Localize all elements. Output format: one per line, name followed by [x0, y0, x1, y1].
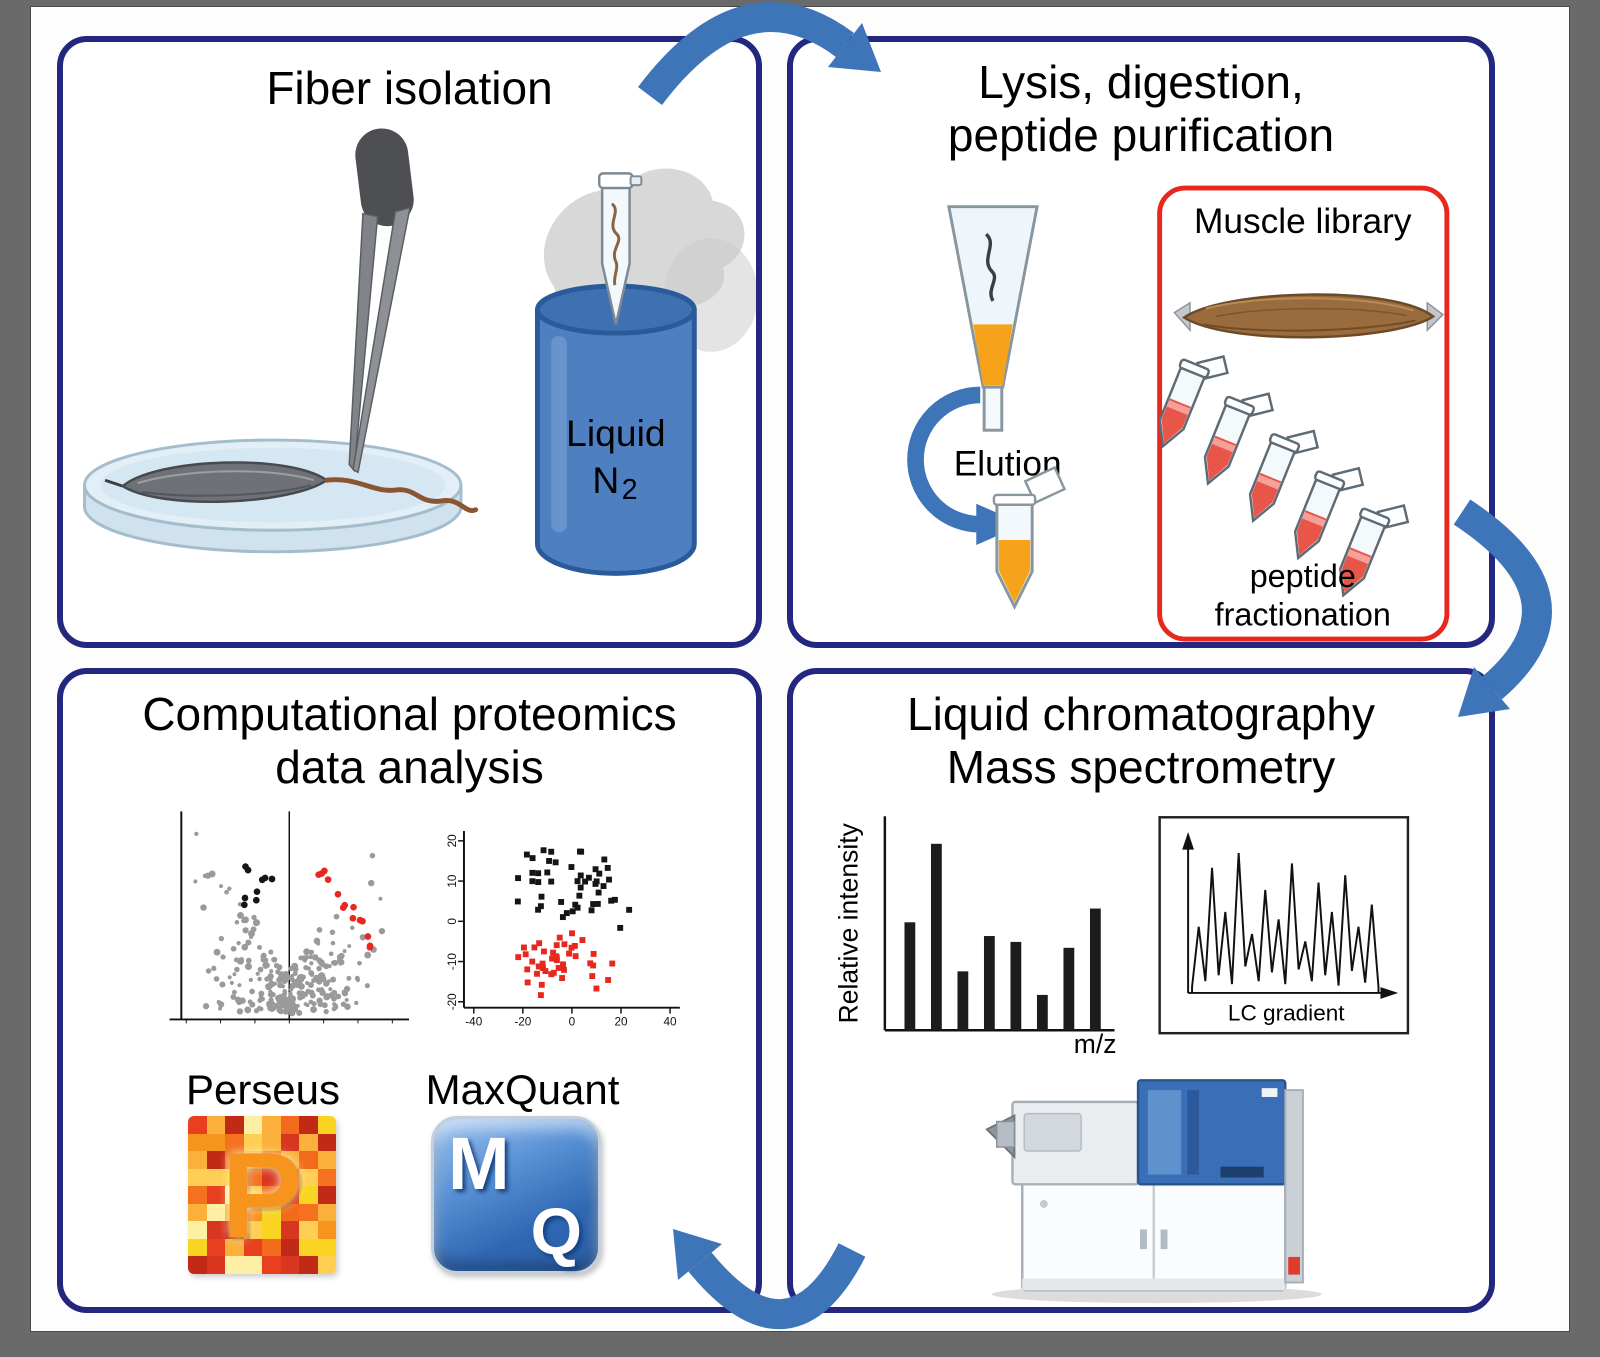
- fiber-isolation-illustration: Liquid N 2: [83, 128, 756, 576]
- lcms-title-line1: Liquid chromatography: [907, 688, 1375, 740]
- fractionation-label-line1: peptide: [1250, 558, 1356, 594]
- svg-text:-10: -10: [446, 953, 459, 970]
- muscle-library-box: [1157, 185, 1450, 642]
- dewar-label-line1: Liquid: [566, 412, 665, 454]
- perseus-logo: P: [188, 1116, 336, 1274]
- svg-text:40: 40: [664, 1015, 678, 1028]
- tweezers-icon: [348, 128, 414, 474]
- perseus-label: Perseus: [185, 1066, 341, 1113]
- perseus-logo-letter: P: [221, 1127, 303, 1263]
- fiber-isolation-title: Fiber isolation: [266, 62, 553, 114]
- stagetip-icon: [947, 205, 1039, 432]
- dewar-label-subscript: 2: [622, 474, 638, 506]
- svg-text:0: 0: [446, 918, 459, 925]
- svg-text:-20: -20: [514, 1015, 531, 1028]
- library-muscle-icon: [1173, 293, 1445, 339]
- lysis-title-line2: peptide purification: [947, 109, 1335, 162]
- muscle-icon: [104, 461, 479, 513]
- lcms-illustration: Relative intensity m/z LC gradient: [833, 816, 1410, 1304]
- lysis-illustration: Elution Muscle library: [907, 185, 1450, 642]
- maxquant-logo-letter-m: M: [448, 1122, 510, 1205]
- svg-text:10: 10: [446, 874, 459, 888]
- maxquant-logo: M Q: [431, 1116, 601, 1274]
- mass-spectrum-chart: Relative intensity m/z: [833, 816, 1116, 1059]
- lcms-title: Liquid chromatography Mass spectrometry: [793, 688, 1489, 795]
- panel-lysis-digestion: Lysis, digestion, peptide purification E…: [787, 36, 1495, 648]
- liquid-n2-dewar-icon: [534, 283, 697, 576]
- lcms-title-line2: Mass spectrometry: [946, 741, 1336, 794]
- isolated-fiber-icon: [324, 477, 479, 513]
- spectrum-xlabel: m/z: [1074, 1029, 1117, 1059]
- svg-text:0: 0: [569, 1015, 576, 1028]
- sample-tube-icon: [597, 172, 643, 325]
- panel-lc-ms: Liquid chromatography Mass spectrometry …: [787, 668, 1495, 1313]
- lc-gradient-label: LC gradient: [1228, 1000, 1345, 1025]
- computational-title: Computational proteomics data analysis: [63, 688, 756, 795]
- lysis-title-line1: Lysis, digestion,: [978, 56, 1304, 108]
- muscle-library-label: Muscle library: [1194, 202, 1412, 241]
- maxquant-logo-letter-q: Q: [530, 1194, 582, 1268]
- mass-spectrometer-icon: [985, 1079, 1322, 1304]
- spectrum-ylabel: Relative intensity: [833, 822, 863, 1023]
- fractionation-label-line2: fractionation: [1215, 596, 1391, 632]
- svg-text:-40: -40: [465, 1015, 482, 1028]
- perseus-mosaic: [188, 1116, 336, 1274]
- panel-fiber-isolation: Fiber isolation: [57, 36, 762, 648]
- computational-title-line2: data analysis: [275, 741, 544, 794]
- svg-text:20: 20: [446, 834, 459, 848]
- scatter-plot: 20 10 0 -10 -20 -40 -20 0 20 40: [446, 831, 680, 1028]
- panel-computational-proteomics: Computational proteomics data analysis 2…: [57, 668, 762, 1313]
- dewar-label-n: N: [592, 459, 619, 501]
- collection-tube-icon: [992, 465, 1067, 610]
- svg-text:20: 20: [614, 1015, 628, 1028]
- svg-text:-20: -20: [446, 993, 459, 1010]
- maxquant-label: MaxQuant: [425, 1066, 620, 1113]
- computational-title-line1: Computational proteomics: [142, 688, 677, 740]
- analysis-plots: 20 10 0 -10 -20 -40 -20 0 20 40: [169, 811, 680, 1028]
- volcano-plot: [169, 811, 410, 1024]
- lysis-title: Lysis, digestion, peptide purification: [793, 56, 1489, 163]
- lc-gradient-chart: LC gradient: [1158, 816, 1410, 1035]
